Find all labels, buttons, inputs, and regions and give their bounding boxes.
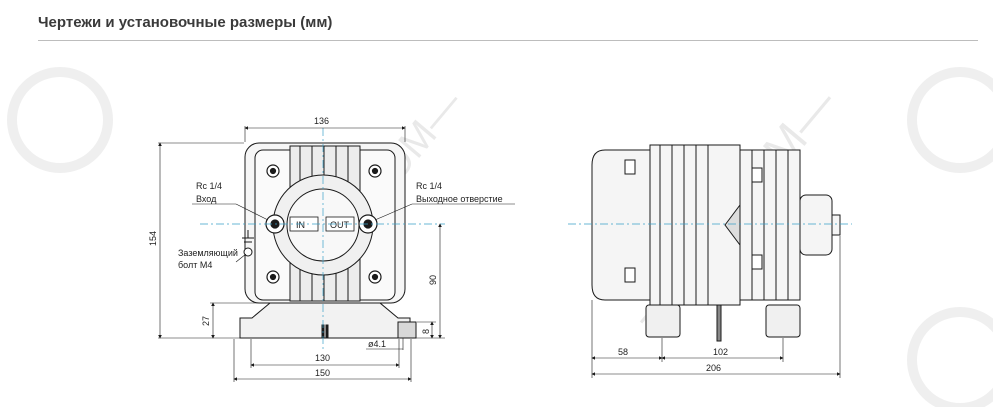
page-title: Чертежи и установочные размеры (мм) — [38, 14, 333, 31]
watermark-logo — [907, 67, 993, 173]
section-header: Чертежи и установочные размеры (мм) — [38, 8, 978, 48]
dim-mount-spacing: 130 — [315, 353, 330, 363]
dim-height-total: 154 — [148, 231, 158, 246]
port-in-label: IN — [296, 220, 305, 230]
port-out-label: OUT — [330, 220, 350, 230]
dim-length-total: 206 — [706, 363, 721, 373]
header-divider — [38, 40, 978, 41]
watermark-logo — [7, 67, 113, 173]
dim-hole-dia: ø4.1 — [368, 339, 386, 349]
dim-offset-left: 58 — [618, 347, 628, 357]
side-feet — [645, 304, 801, 342]
dim-base-height: 27 — [201, 316, 211, 326]
side-bolts — [624, 159, 763, 283]
dim-height-axis: 90 — [428, 275, 438, 285]
inlet-spec-label: Rc 1/4 — [196, 181, 222, 191]
dim-base-width: 150 — [315, 368, 330, 378]
dim-width-top: 136 — [314, 116, 329, 126]
outlet-spec-label: Rc 1/4 — [416, 181, 442, 191]
dim-foot-height: 8 — [421, 329, 431, 334]
ground-bolt-label-2: болт M4 — [178, 260, 212, 270]
front-dimension-lines — [158, 126, 515, 382]
inlet-name-label: Вход — [196, 194, 217, 204]
center-lines — [200, 128, 445, 352]
mounting-screws — [266, 164, 382, 284]
outlet-name-label: Выходное отверстие — [416, 194, 503, 204]
side-dimension-lines — [591, 236, 841, 378]
dim-foot-spacing: 102 — [713, 347, 728, 357]
watermark-logo — [907, 307, 993, 407]
base-mount — [239, 302, 417, 339]
compressor-side-body — [591, 144, 841, 306]
ground-bolt-label-1: Заземляющий — [178, 248, 238, 258]
